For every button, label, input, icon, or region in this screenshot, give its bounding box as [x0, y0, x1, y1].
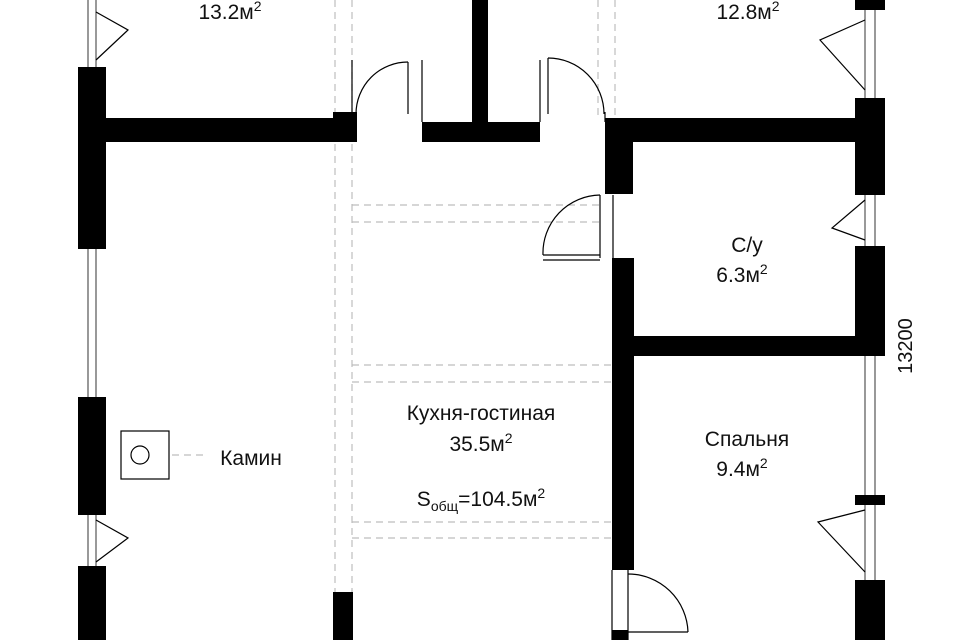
fireplace-label: Камин: [220, 447, 282, 470]
room-top-right-area: 12.8м2: [716, 0, 779, 24]
room-top-left-area: 13.2м2: [198, 0, 261, 24]
bathroom-name: С/у: [731, 234, 763, 257]
partition-outlines: [351, 60, 629, 640]
bathroom-area: 6.3м2: [716, 261, 768, 287]
bedroom-area: 9.4м2: [716, 455, 768, 481]
dashed-guides: [334, 0, 616, 640]
door-swings: [95, 11, 866, 633]
dimension-right: 13200: [895, 318, 917, 374]
kitchen-area: 35.5м2: [449, 430, 512, 456]
walls: [78, 0, 885, 640]
bedroom-name: Спальня: [705, 428, 789, 451]
total-area: Sобщ=104.5м2: [417, 485, 546, 514]
windows: [87, 0, 876, 580]
fireplace-symbol: [120, 430, 205, 480]
kitchen-name: Кухня-гостиная: [407, 402, 556, 425]
